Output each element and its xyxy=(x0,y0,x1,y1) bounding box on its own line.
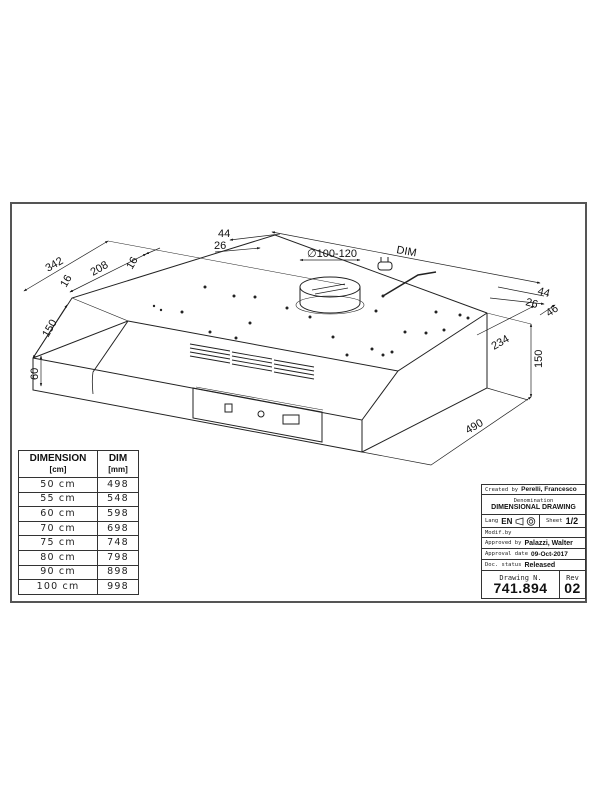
drawing-no-value: 741.894 xyxy=(493,580,548,596)
lang-value: EN xyxy=(501,516,513,526)
dimension-labels: 342 208 16 16 44 26 ∅100-120 DIM 44 26 4… xyxy=(29,228,561,437)
drawing-no-label: Drawing N. xyxy=(499,574,542,582)
size-cell: 60 cm xyxy=(18,506,98,522)
dim-cell: 498 xyxy=(97,477,139,493)
dim-cell: 898 xyxy=(97,564,139,581)
lang-sheet-row: Lang EN Sheet 1/2 xyxy=(482,515,585,528)
drawing-number-row: Drawing N. 741.894 Rev 02 xyxy=(482,571,585,598)
modif-row: Modif.by xyxy=(482,528,585,538)
sheet-label: Sheet xyxy=(546,518,563,524)
modif-label: Modif.by xyxy=(485,529,512,536)
title-block: Created by Perelli, Francesco Denominati… xyxy=(481,484,586,599)
size-cell: 70 cm xyxy=(18,520,98,537)
dim-26-right: 26 xyxy=(524,296,539,311)
first-angle-projection-icon xyxy=(515,516,536,526)
dim-60: 60 xyxy=(29,368,41,380)
dim-208: 208 xyxy=(89,259,111,279)
size-cell: 75 cm xyxy=(18,535,98,551)
dim-cell: 548 xyxy=(97,491,139,508)
rev-label: Rev xyxy=(566,574,579,582)
doc-status-value: Released xyxy=(524,561,556,569)
dim-16-a: 16 xyxy=(58,273,75,290)
dim-cell: 698 xyxy=(97,520,139,537)
size-cell: 80 cm xyxy=(18,549,98,566)
header-dimension: DIMENSION[cm] xyxy=(18,450,98,478)
dim-150-right: 150 xyxy=(533,350,545,368)
dim-46: 46 xyxy=(544,303,561,320)
dimension-lines xyxy=(23,231,556,466)
approved-by-row: Approved by Palazzi, Walter xyxy=(482,538,585,549)
dim-cable: DIM xyxy=(395,244,417,259)
dim-234: 234 xyxy=(490,333,512,353)
dim-490: 490 xyxy=(464,417,486,437)
approval-date-label: Approval date xyxy=(485,551,529,557)
doc-status-row: Doc. status Released xyxy=(482,560,585,571)
header-dim: DIM[mm] xyxy=(97,450,139,478)
drawing-frame xyxy=(10,202,587,603)
created-by-value: Perelli, Francesco xyxy=(521,486,577,493)
dim-cell: 748 xyxy=(97,535,139,551)
dim-342: 342 xyxy=(44,255,66,275)
dim-44-right: 44 xyxy=(536,285,551,300)
doc-status-label: Doc. status xyxy=(485,562,522,568)
created-by-label: Created by xyxy=(485,486,519,493)
size-cell: 100 cm xyxy=(18,579,98,595)
dim-cell: 998 xyxy=(97,579,139,595)
sheet-value: 1/2 xyxy=(565,516,579,526)
lang-label: Lang xyxy=(485,518,499,524)
created-by-row: Created by Perelli, Francesco xyxy=(482,485,585,495)
approved-by-value: Palazzi, Walter xyxy=(524,539,573,547)
denomination-label: Denomination xyxy=(513,498,554,504)
dim-cell: 598 xyxy=(97,506,139,522)
approval-date-value: 09-Oct-2017 xyxy=(531,550,568,558)
rev-value: 02 xyxy=(564,580,581,596)
denomination-value: DIMENSIONAL DRAWING xyxy=(491,504,576,511)
size-cell: 90 cm xyxy=(18,564,98,581)
dim-cell: 798 xyxy=(97,549,139,566)
dim-16-b: 16 xyxy=(124,255,141,272)
denomination-row: Denomination DIMENSIONAL DRAWING xyxy=(482,495,585,515)
dim-44-left: 44 xyxy=(218,228,230,240)
dim-duct-diameter: ∅100-120 xyxy=(307,248,357,260)
approved-by-label: Approved by xyxy=(485,540,522,546)
size-cell: 50 cm xyxy=(18,477,98,493)
size-cell: 55 cm xyxy=(18,491,98,508)
dim-26-left: 26 xyxy=(214,240,226,252)
approval-date-row: Approval date 09-Oct-2017 xyxy=(482,549,585,560)
